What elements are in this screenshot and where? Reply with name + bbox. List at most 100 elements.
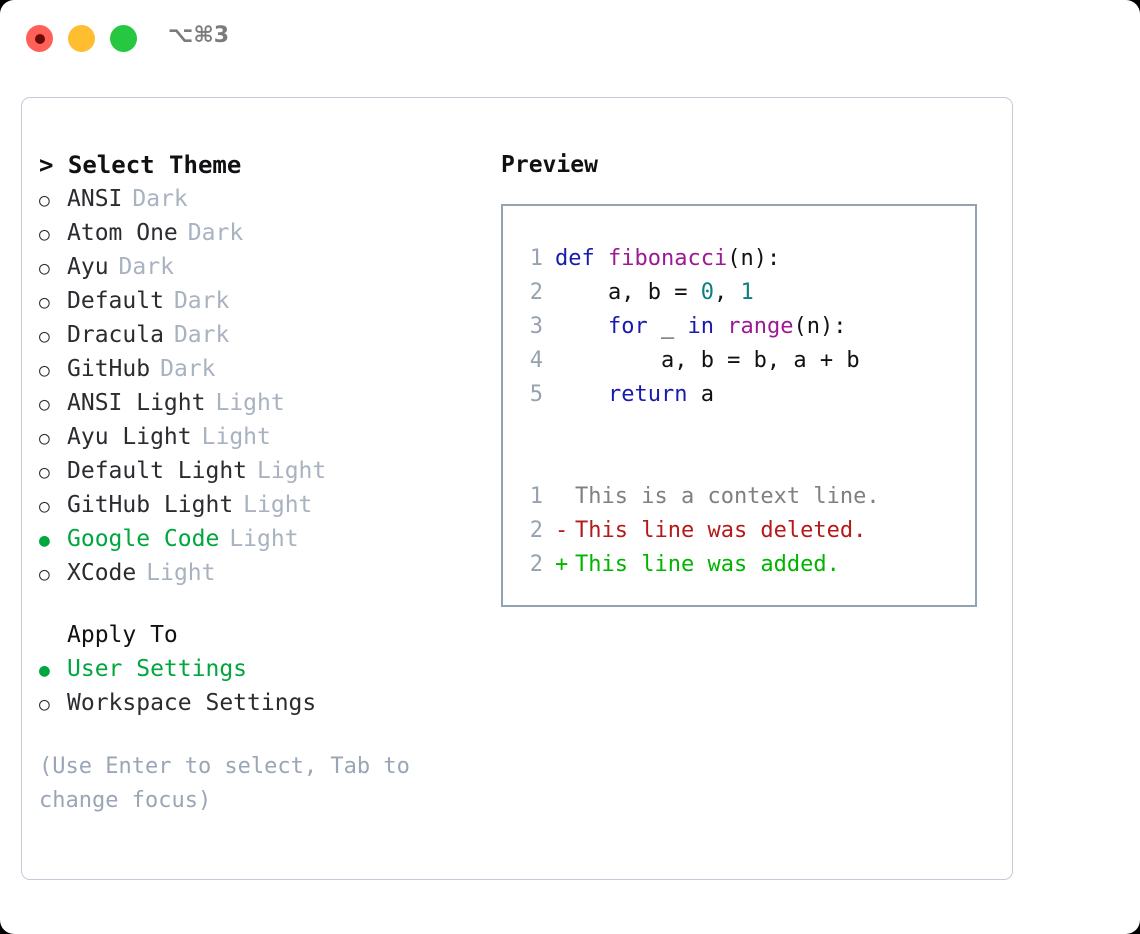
- line-number: 3: [529, 314, 543, 339]
- select-theme-header: > Select Theme: [39, 151, 242, 179]
- diff-text: This is a context line.: [575, 484, 880, 509]
- line-number: 2: [529, 552, 543, 577]
- theme-name: Default Light: [67, 458, 248, 484]
- code-text: def fibonacci(n):: [555, 242, 780, 276]
- theme-option-default-light[interactable]: ○ Default Light Light: [39, 454, 489, 488]
- keyboard-hint-text: (Use Enter to select, Tab to change focu…: [39, 754, 410, 813]
- preview-pane: Preview 1 def fibonacci(n): 2 a, b = 0, …: [501, 148, 991, 607]
- theme-variant-badge: Dark: [118, 254, 174, 280]
- radio-icon[interactable]: ○: [39, 462, 50, 483]
- code-line: 3 for _ in range(n):: [517, 310, 975, 344]
- close-button[interactable]: [26, 25, 53, 52]
- theme-variant-badge: Light: [146, 560, 216, 586]
- theme-name: GitHub: [67, 356, 151, 382]
- radio-icon[interactable]: ○: [39, 428, 50, 449]
- diff-sign: [555, 480, 568, 514]
- radio-icon[interactable]: ○: [39, 190, 50, 211]
- title-bar: ⌥⌘3: [0, 0, 1140, 78]
- theme-name: Atom One: [67, 220, 178, 246]
- minimize-button[interactable]: [68, 25, 95, 52]
- code-token: for: [607, 314, 648, 339]
- line-number: 1: [529, 484, 543, 509]
- diff-line-added: 2 + This line was added.: [517, 548, 975, 582]
- code-text: for _ in range(n):: [555, 310, 846, 344]
- theme-name: GitHub Light: [67, 492, 234, 518]
- radio-icon[interactable]: ○: [39, 694, 50, 715]
- theme-picker: > Select Theme ○ ANSI Dark ○ Atom One Da…: [39, 148, 489, 818]
- code-token: a, b = b, a + b: [555, 348, 860, 373]
- content-panel: > Select Theme ○ ANSI Dark ○ Atom One Da…: [21, 97, 1013, 880]
- theme-option-xcode-light[interactable]: ○ XCode Light: [39, 556, 489, 590]
- code-line: 5 return a: [517, 378, 975, 412]
- window-controls: [26, 25, 137, 52]
- apply-to-option-label: User Settings: [67, 656, 248, 682]
- theme-name: Ayu Light: [67, 424, 192, 450]
- apply-to-header: Apply To: [39, 618, 489, 652]
- theme-variant-badge: Light: [201, 424, 271, 450]
- diff-separator: [517, 446, 975, 480]
- theme-name: Google Code: [67, 526, 220, 552]
- radio-icon[interactable]: ○: [39, 292, 50, 313]
- theme-name: Dracula: [67, 322, 164, 348]
- code-token: 1: [740, 280, 754, 305]
- theme-option-ansi-light[interactable]: ○ ANSI Light Light: [39, 386, 489, 420]
- code-text: a, b = b, a + b: [555, 344, 860, 378]
- theme-option-github-dark[interactable]: ○ GitHub Dark: [39, 352, 489, 386]
- code-token: range: [727, 314, 794, 339]
- theme-option-dracula-dark[interactable]: ○ Dracula Dark: [39, 318, 489, 352]
- radio-icon[interactable]: ○: [39, 394, 50, 415]
- diff-text: This line was added.: [575, 552, 840, 577]
- apply-to-option-workspace-settings[interactable]: ○ Workspace Settings: [39, 686, 489, 720]
- radio-icon-selected[interactable]: ●: [39, 660, 50, 681]
- theme-option-github-light[interactable]: ○ GitHub Light Light: [39, 488, 489, 522]
- radio-icon[interactable]: ○: [39, 258, 50, 279]
- code-token: 0: [700, 280, 714, 305]
- theme-option-default-dark[interactable]: ○ Default Dark: [39, 284, 489, 318]
- diff-text: This line was deleted.: [575, 518, 867, 543]
- code-token: [555, 314, 608, 339]
- line-number: 2: [529, 280, 543, 305]
- code-line: 4 a, b = b, a + b: [517, 344, 975, 378]
- radio-icon[interactable]: ○: [39, 360, 50, 381]
- preview-title: Preview: [501, 152, 598, 178]
- code-token: [714, 314, 727, 339]
- code-text: return a: [555, 378, 714, 412]
- keyboard-shortcut-label: ⌥⌘3: [168, 23, 230, 48]
- line-number: 4: [529, 348, 543, 373]
- theme-variant-badge: Dark: [132, 186, 188, 212]
- line-number: 2: [529, 518, 543, 543]
- radio-icon[interactable]: ○: [39, 224, 50, 245]
- theme-variant-badge: Light: [257, 458, 327, 484]
- radio-icon[interactable]: ○: [39, 564, 50, 585]
- code-token: _: [647, 314, 688, 339]
- apply-to-option-user-settings[interactable]: ● User Settings: [39, 652, 489, 686]
- code-line: 1 def fibonacci(n):: [517, 242, 975, 276]
- code-token: (n):: [793, 314, 847, 339]
- theme-variant-badge: Light: [215, 390, 285, 416]
- theme-name: ANSI Light: [67, 390, 206, 416]
- code-token: def: [555, 246, 608, 271]
- maximize-button[interactable]: [110, 25, 137, 52]
- radio-icon-selected[interactable]: ●: [39, 530, 50, 551]
- radio-icon[interactable]: ○: [39, 326, 50, 347]
- code-token: fibonacci: [607, 246, 728, 271]
- theme-option-ansi-dark[interactable]: ○ ANSI Dark: [39, 182, 489, 216]
- theme-variant-badge: Dark: [173, 322, 230, 348]
- theme-variant-badge: Light: [229, 526, 299, 552]
- code-token: ,: [713, 280, 741, 305]
- preview-box: 1 def fibonacci(n): 2 a, b = 0, 1 3 for …: [501, 204, 977, 607]
- theme-option-ayu-dark[interactable]: ○ Ayu Dark: [39, 250, 489, 284]
- diff-line-context: 1 This is a context line.: [517, 480, 975, 514]
- theme-variant-badge: Light: [243, 492, 313, 518]
- line-number: 5: [529, 382, 543, 407]
- theme-option-ayu-light[interactable]: ○ Ayu Light Light: [39, 420, 489, 454]
- theme-variant-badge: Dark: [160, 356, 216, 382]
- theme-option-google-code-light[interactable]: ● Google Code Light: [39, 522, 489, 556]
- diff-sign: -: [555, 518, 569, 543]
- theme-variant-badge: Dark: [187, 220, 244, 246]
- theme-option-atom-one-dark[interactable]: ○ Atom One Dark: [39, 216, 489, 250]
- radio-icon[interactable]: ○: [39, 496, 50, 517]
- code-token: (n):: [727, 246, 781, 271]
- code-text: a, b = 0, 1: [555, 276, 754, 310]
